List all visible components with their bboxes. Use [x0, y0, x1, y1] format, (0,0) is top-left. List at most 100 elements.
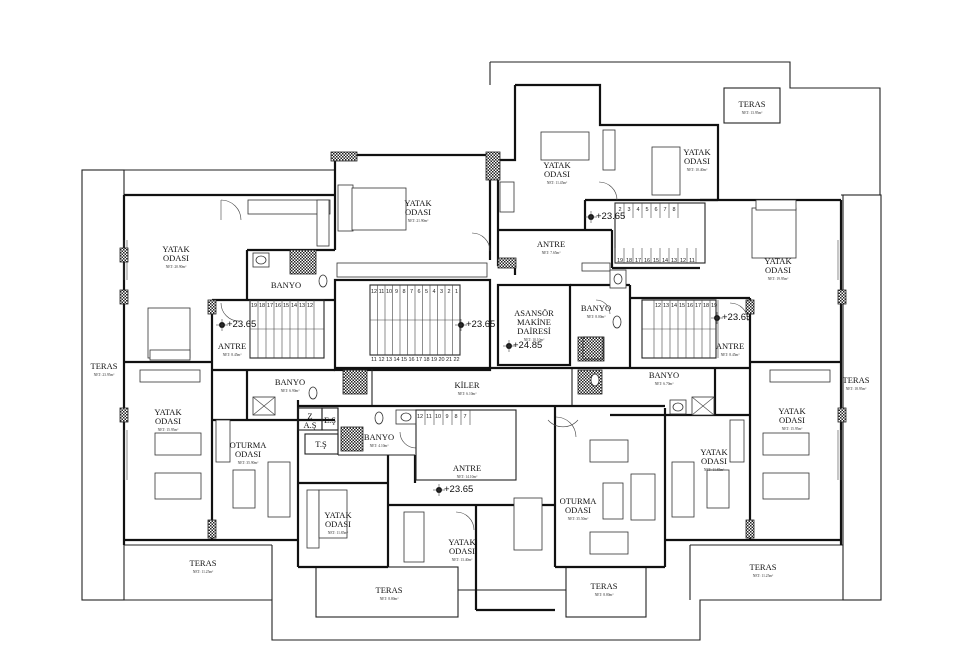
- room-name: OTURMA: [560, 496, 598, 506]
- room-name: BANYO: [364, 432, 394, 442]
- stair-step-number: 18: [703, 303, 709, 309]
- zas-label-line1: Z: [307, 411, 312, 421]
- room-label-teras-right: TERAS NET: 18.95m²: [843, 375, 870, 391]
- room-name: ODASI: [544, 169, 570, 179]
- room-label-teras-bottom-center-right: TERAS NET: 8.80m²: [591, 581, 618, 597]
- room-label-antre-top: ANTRE NET: 7.65m²: [537, 239, 565, 255]
- room-net-area: NET: 15.95m²: [782, 427, 803, 431]
- room-net-area: NET: 8.45m²: [223, 353, 242, 357]
- room-name: TERAS: [843, 375, 870, 385]
- stair-step-number: 2: [447, 289, 450, 295]
- stair-step-number: 12: [417, 414, 423, 420]
- room-name: BANYO: [271, 280, 301, 290]
- stair-step-number: 7: [410, 289, 413, 295]
- stair-step-number: 11: [379, 289, 385, 295]
- room-net-area: NET: 14.10m²: [457, 475, 478, 479]
- stair-step-number: 7: [663, 207, 666, 213]
- stair-step-number: 13: [671, 258, 677, 264]
- stair-step-number: 12: [680, 258, 686, 264]
- room-net-area: NET: 13.95m²: [742, 111, 763, 115]
- beds: [147, 131, 810, 551]
- door-swings: [220, 181, 749, 531]
- stair-step-number: 12: [307, 303, 313, 309]
- room-net-area: NET: 10.40m²: [687, 168, 708, 172]
- stair-step-number: 17: [635, 258, 641, 264]
- room-net-area: NET: 11.85m²: [328, 531, 349, 535]
- staircases: [249, 202, 719, 481]
- room-net-area: NET: 18.95m²: [846, 387, 867, 391]
- room-net-area: NET: 8.80m²: [595, 593, 614, 597]
- room-net-area: NET: 15.95m²: [158, 428, 179, 432]
- room-name: DAİRESİ: [517, 326, 551, 336]
- room-name: MAKİNE: [517, 317, 551, 327]
- stair-step-number: 17: [695, 303, 701, 309]
- stair-step-number: 3: [627, 207, 630, 213]
- room-name: KİLER: [454, 380, 479, 390]
- room-name: ASANSÖR: [514, 308, 554, 318]
- room-name: ODASI: [235, 449, 261, 459]
- room-label-antre-center: ANTRE NET: 14.10m²: [453, 463, 481, 479]
- stair-step-number: 19: [711, 303, 717, 309]
- room-net-area: NET: 11.25m²: [193, 570, 214, 574]
- stair-step-number: 19: [617, 258, 623, 264]
- room-name: YATAK: [404, 198, 432, 208]
- room-net-area: NET: 7.65m²: [542, 251, 561, 255]
- room-name: YATAK: [543, 160, 571, 170]
- outer-boundary: [81, 61, 882, 641]
- room-name: ODASI: [565, 505, 591, 515]
- room-name: ODASI: [701, 456, 727, 466]
- room-name: YATAK: [778, 406, 806, 416]
- room-net-area: NET: 13.40m²: [452, 558, 473, 562]
- room-net-area: NET: 19.95m²: [768, 277, 789, 281]
- room-net-area: NET: 11.25m²: [753, 574, 774, 578]
- room-name: ANTRE: [218, 341, 246, 351]
- room-name: OTURMA: [230, 440, 268, 450]
- level-marker-right: +23.65: [711, 312, 751, 324]
- stair-step-number: 13: [663, 303, 669, 309]
- sanitary-fixtures: [252, 252, 715, 425]
- wardrobes: [139, 129, 831, 563]
- room-net-area: NET: 8.00m²: [587, 315, 606, 319]
- stair-step-number: 13: [299, 303, 305, 309]
- level-text-right: +23.65: [722, 312, 751, 323]
- living-furniture: [232, 439, 730, 555]
- room-label-teras-bottom-right: TERAS NET: 11.25m²: [750, 562, 777, 578]
- level-text-center: +23.65: [444, 484, 473, 495]
- stair-step-number: 7: [463, 414, 466, 420]
- stair-step-number: 22: [453, 357, 459, 363]
- room-name: TERAS: [750, 562, 777, 572]
- level-text-top: +23.65: [596, 211, 625, 222]
- room-name: ANTRE: [537, 239, 565, 249]
- room-name: ODASI: [163, 253, 189, 263]
- level-text-left: +23.65: [227, 319, 256, 330]
- stair-step-number: 11: [371, 357, 377, 363]
- room-name: YATAK: [324, 510, 352, 520]
- stair-step-number: 17: [267, 303, 273, 309]
- room-net-area: NET: 21.90m²: [408, 219, 429, 223]
- level-markers: +23.65 +23.65 +23.65 +23.65 +24.85 +23.6…: [216, 211, 751, 496]
- room-name: TERAS: [591, 581, 618, 591]
- stair-step-number: 16: [687, 303, 693, 309]
- stair-step-number: 6: [417, 289, 420, 295]
- stair-step-number: 14: [393, 357, 399, 363]
- stair-step-number: 14: [662, 258, 668, 264]
- room-name: ANTRE: [453, 463, 481, 473]
- room-label-banyo-left-top: BANYO: [271, 280, 301, 290]
- stair-step-number: 11: [689, 258, 695, 264]
- zas-label-line2: A.Ş: [304, 420, 317, 430]
- stair-step-number: 10: [386, 289, 392, 295]
- stair-step-number: 12: [378, 357, 384, 363]
- room-name: YATAK: [448, 537, 476, 547]
- room-name: YATAK: [683, 147, 711, 157]
- room-net-area: NET: 11.85m²: [704, 468, 725, 472]
- room-name: ANTRE: [716, 341, 744, 351]
- room-name: ODASI: [325, 519, 351, 529]
